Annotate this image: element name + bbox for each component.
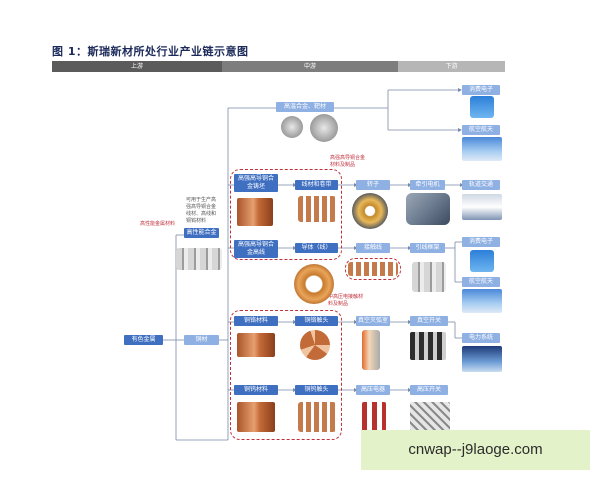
arrow-head: [458, 128, 462, 132]
node-cu-alloy-wire: 高强高导铜合金高线: [234, 240, 278, 258]
stage-upstream: 上游: [52, 61, 222, 72]
node-consumer-electronics-2: 消费电子: [462, 237, 500, 247]
node-nonferrous-metal: 有色金属: [124, 335, 163, 345]
node-contact-line: 接触线: [356, 243, 390, 253]
rail-parts-image: [348, 262, 398, 276]
node-cu-alloy-cast: 高强高导铜合金铸坯: [234, 174, 278, 192]
node-hv-switch: 高压开关: [410, 385, 448, 395]
node-consumer-electronics-1: 消费电子: [462, 85, 500, 95]
cuw-rod-image: [237, 402, 275, 432]
node-copper-material: 铜材: [184, 335, 219, 345]
phone-image-2: [470, 250, 494, 272]
aerospace-image: [462, 137, 502, 161]
node-cuw-contact: 铜钨触头: [295, 385, 338, 395]
cuw-contact-image: [298, 402, 336, 432]
copper-parts-image: [298, 196, 336, 222]
stage-midstream: 中游: [222, 61, 398, 72]
node-conductor: 导体（线）: [295, 243, 338, 253]
stage-downstream: 下游: [398, 61, 505, 72]
note-high-performance: 高性能金属材料: [140, 221, 176, 227]
node-vacuum-interrupter: 真空灭弧室: [356, 316, 390, 326]
node-lead-frame: 引线框架: [410, 243, 445, 253]
arrow-head: [458, 88, 462, 92]
aerospace-image-2: [462, 289, 502, 313]
node-wire-strip: 线材和卷带: [295, 180, 338, 190]
lead-frame-image: [412, 262, 446, 292]
highlight-box-rail-parts: [345, 258, 401, 280]
cucr-contact-image: [300, 330, 330, 360]
hv-switch-image: [410, 402, 450, 432]
watermark-banner: cnwap--j9laoge.com: [361, 430, 590, 470]
note-raw-use: 可用于生产高 强高导铜合金 线材、高线和 铜钨材料: [186, 197, 217, 224]
node-rotor: 转子: [356, 180, 390, 190]
cucr-rod-image: [237, 333, 275, 357]
node-cucr-material: 铜铬材料: [234, 316, 278, 326]
stator-image: [352, 193, 388, 229]
figure-title: 图 1：斯瑞新材所处行业产业链示意图: [52, 45, 249, 58]
node-power-system: 电力系统: [462, 333, 500, 343]
note-contact-material: 中高压电接触材 料及制品: [328, 294, 364, 307]
vacuum-switch-image: [410, 332, 446, 360]
raw-blocks-image: [176, 248, 222, 270]
target-disc-image: [310, 114, 338, 142]
node-cuw-material: 铜钨材料: [234, 385, 278, 395]
node-hv-apparatus: 高压电器: [356, 385, 390, 395]
node-high-performance-alloy: 高性能合金: [184, 228, 219, 238]
copper-coil-image: [294, 264, 334, 304]
train-image: [462, 194, 502, 220]
vacuum-interrupter-image: [362, 330, 380, 370]
highlight-box-contacts: [230, 310, 342, 440]
note-copper-alloy: 高强高导铜合金 材料及制品: [330, 155, 366, 168]
power-system-image: [462, 346, 502, 372]
node-cucr-contact: 铜铬触头: [295, 316, 338, 326]
copper-rod-image: [237, 198, 273, 226]
node-traction-motor: 牵引电机: [410, 180, 445, 190]
highlight-box-copper-alloy: [230, 169, 342, 260]
node-aerospace-2: 航空航天: [462, 277, 500, 287]
phone-image: [470, 96, 494, 118]
node-rail-transit: 轨道交通: [462, 180, 500, 190]
alloy-disc-image: [281, 116, 303, 138]
motor-image: [406, 193, 450, 225]
node-aerospace-1: 航空航天: [462, 125, 500, 135]
node-superalloy-target: 高温合金、靶材: [276, 102, 334, 112]
node-vacuum-switch: 真空开关: [410, 316, 448, 326]
